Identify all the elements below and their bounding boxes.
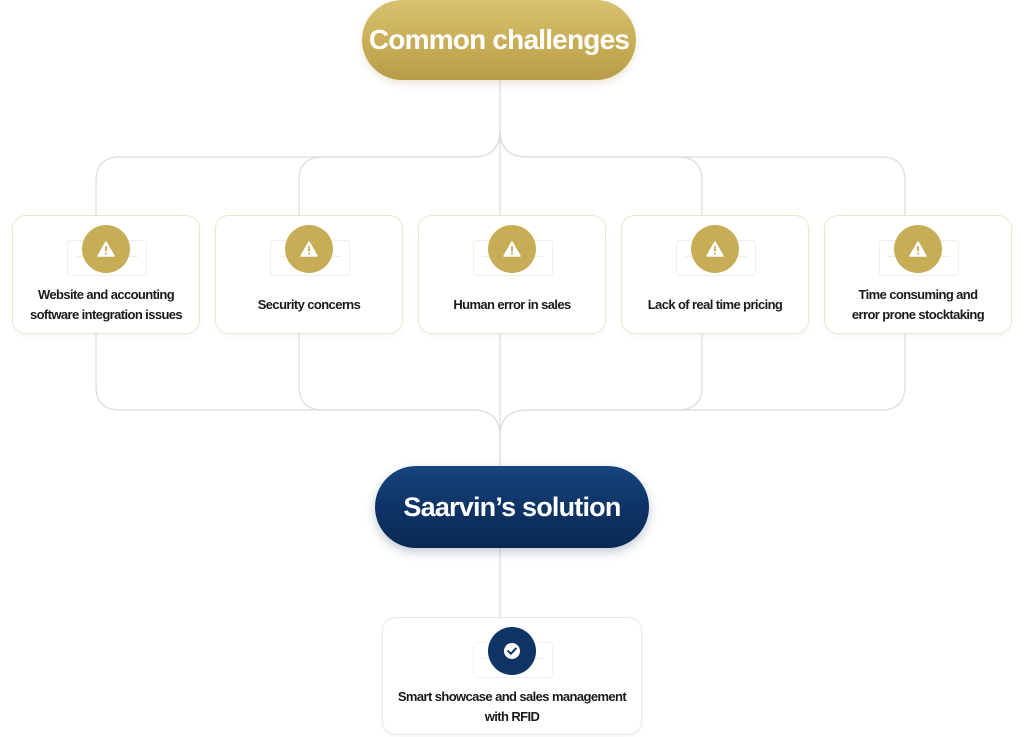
solution-title: Saarvin’s solution [403, 491, 621, 522]
challenge-label-line1: Lack of real time pricing [647, 297, 783, 312]
challenge-label-line1: Website and accounting [37, 287, 175, 302]
merge-connector-1 [95, 334, 501, 466]
solution-label-line1: Smart showcase and sales management [397, 689, 627, 704]
challenge-card-pricing: Lack of real time pricing [621, 215, 809, 334]
challenge-label: Lack of real time pricing [628, 282, 802, 328]
challenge-label: Human error in sales [425, 282, 599, 328]
warning-icon [691, 225, 739, 273]
challenge-label: Security concerns [222, 282, 396, 328]
challenge-card-human-error: Human error in sales [418, 215, 606, 334]
challenge-card-stocktaking: Time consuming and error prone stocktaki… [824, 215, 1012, 334]
challenge-label-line2: software integration issues [29, 307, 183, 322]
challenge-card-integration: Website and accounting software integrat… [12, 215, 200, 334]
challenge-card-security: Security concerns [215, 215, 403, 334]
warning-icon [82, 225, 130, 273]
common-challenges-header: Common challenges [362, 0, 636, 80]
branch-connector-5 [499, 129, 906, 215]
challenge-label-line2: error prone stocktaking [851, 307, 985, 322]
check-circle-icon [488, 627, 536, 675]
merge-connector-2 [298, 334, 473, 411]
merge-connector-5 [527, 334, 906, 411]
challenge-label: Time consuming and error prone stocktaki… [831, 282, 1005, 328]
challenge-label-line1: Human error in sales [453, 297, 571, 312]
merge-connector-4 [499, 334, 703, 438]
challenge-label-line1: Security concerns [257, 297, 361, 312]
branch-connector-4 [499, 129, 703, 215]
solution-label: Smart showcase and sales management with… [391, 684, 633, 730]
warning-icon [894, 225, 942, 273]
challenge-label: Website and accounting software integrat… [19, 282, 193, 328]
solution-label-line2: with RFID [484, 709, 540, 724]
trunk-top-connector [95, 80, 501, 215]
branch-connector-2 [298, 129, 501, 215]
challenge-label-line1: Time consuming and [858, 287, 979, 302]
warning-icon [488, 225, 536, 273]
common-challenges-title: Common challenges [368, 24, 630, 55]
solution-card-rfid: Smart showcase and sales management with… [382, 617, 642, 735]
solution-header: Saarvin’s solution [375, 466, 649, 548]
warning-icon [285, 225, 333, 273]
